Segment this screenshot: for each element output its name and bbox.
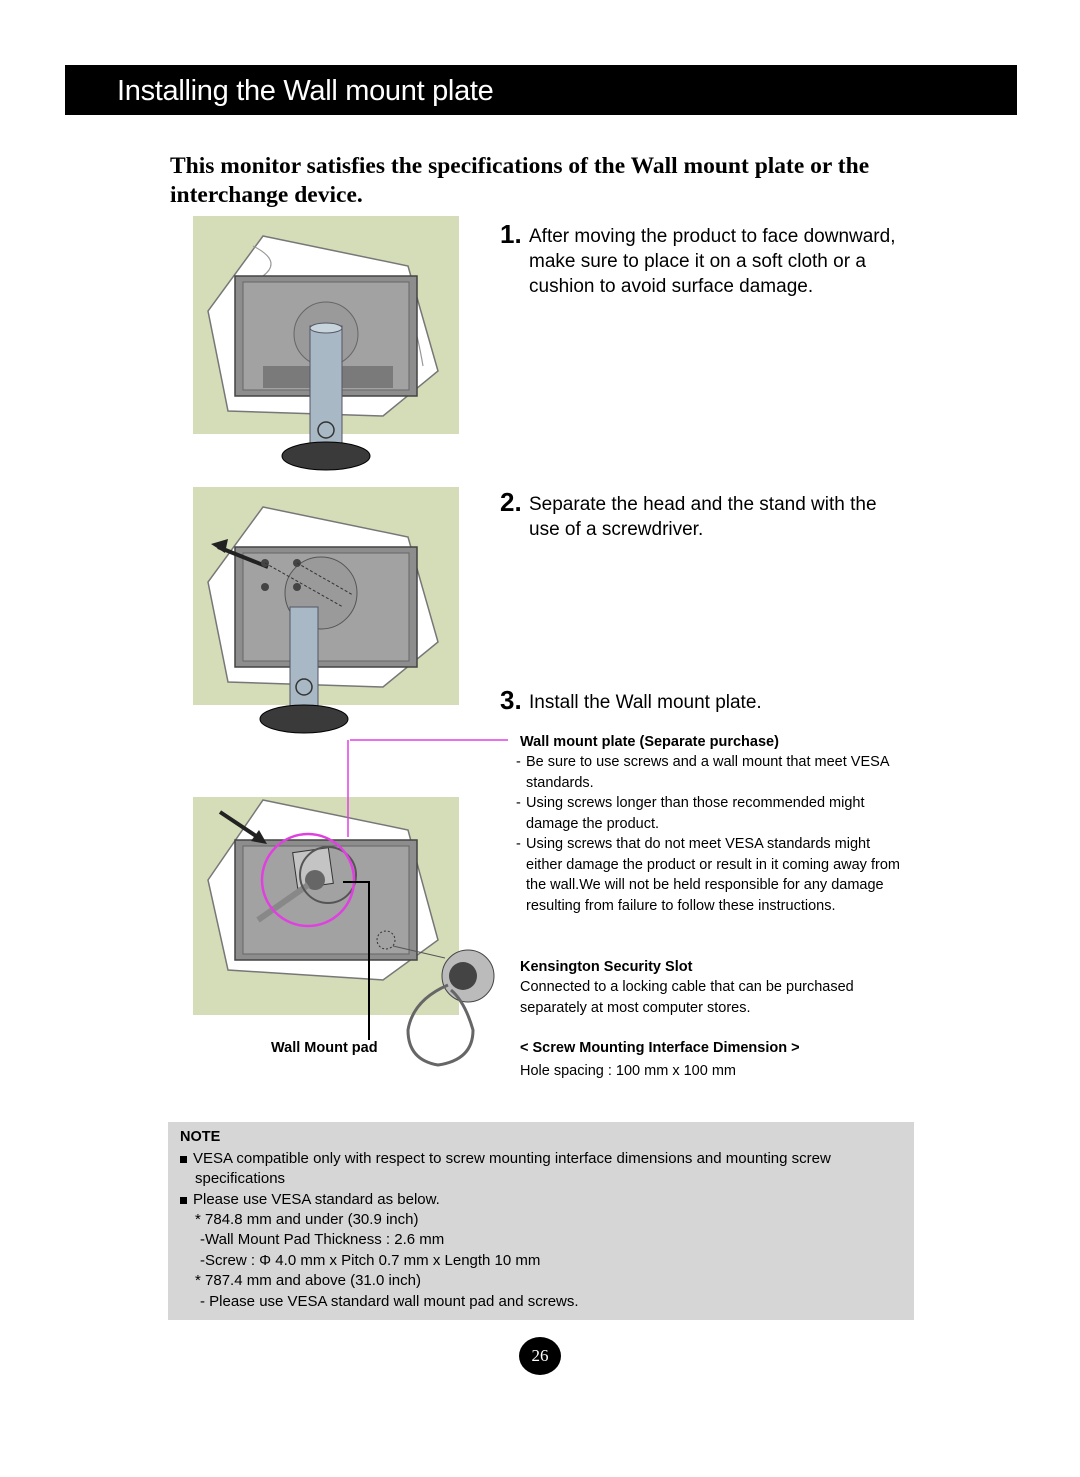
kensington-title: Kensington Security Slot bbox=[520, 959, 693, 975]
step-3-number: 3. bbox=[500, 685, 522, 715]
header-bar: Installing the Wall mount plate bbox=[65, 65, 1017, 115]
wall-mount-bullet-2: - Using screws longer than those recomme… bbox=[516, 793, 906, 834]
bullet-text: Be sure to use screws and a wall mount t… bbox=[526, 754, 889, 791]
note-line-3: Please use VESA standard as below. bbox=[180, 1190, 440, 1211]
illustration-step-2-drawing bbox=[207, 506, 439, 734]
intro-heading: This monitor satisfies the specification… bbox=[170, 153, 870, 208]
note-title: NOTE bbox=[180, 1129, 221, 1145]
bullet-square-icon bbox=[180, 1196, 187, 1204]
illustration-step-3-drawing bbox=[207, 739, 508, 1067]
step-1-number: 1. bbox=[500, 219, 522, 249]
bullet-dash: - bbox=[516, 836, 521, 852]
page-title: Installing the Wall mount plate bbox=[117, 75, 494, 107]
bullet-dash: - bbox=[516, 795, 521, 811]
bullet-square-icon bbox=[180, 1155, 187, 1163]
wall-mount-title: Wall mount plate (Separate purchase) bbox=[520, 734, 779, 750]
note-text-1: VESA compatible only with respect to scr… bbox=[193, 1150, 831, 1167]
note-box: NOTE VESA compatible only with respect t… bbox=[168, 1122, 914, 1320]
note-line-5: -Wall Mount Pad Thickness : 2.6 mm bbox=[200, 1231, 445, 1248]
wall-mount-pad-label: Wall Mount pad bbox=[271, 1040, 378, 1056]
note-line-1: VESA compatible only with respect to scr… bbox=[180, 1149, 831, 1170]
step-2-number: 2. bbox=[500, 487, 522, 517]
note-line-8: - Please use VESA standard wall mount pa… bbox=[200, 1293, 579, 1310]
illustration-step-1-drawing bbox=[207, 235, 439, 471]
note-line-4: * 784.8 mm and under (30.9 inch) bbox=[195, 1211, 419, 1228]
wall-mount-bullet-1: - Be sure to use screws and a wall mount… bbox=[516, 752, 906, 793]
screw-interface-title: < Screw Mounting Interface Dimension > bbox=[520, 1040, 800, 1056]
note-line-2: specifications bbox=[195, 1170, 286, 1187]
note-line-7: * 787.4 mm and above (31.0 inch) bbox=[195, 1272, 421, 1289]
step-1-text: After moving the product to face downwar… bbox=[529, 226, 896, 297]
bullet-dash: - bbox=[516, 754, 521, 770]
step-2-text: Separate the head and the stand with the… bbox=[529, 494, 877, 540]
kensington-text: Connected to a locking cable that can be… bbox=[520, 979, 854, 1016]
step-3-text: Install the Wall mount plate. bbox=[529, 692, 762, 713]
page-number: 26 bbox=[519, 1337, 561, 1375]
wall-mount-bullet-3: - Using screws that do not meet VESA sta… bbox=[516, 834, 906, 916]
note-text-3: Please use VESA standard as below. bbox=[193, 1191, 440, 1208]
note-line-6: -Screw : Φ 4.0 mm x Pitch 0.7 mm x Lengt… bbox=[200, 1252, 541, 1269]
bullet-text: Using screws that do not meet VESA stand… bbox=[526, 836, 900, 914]
screw-interface-text: Hole spacing : 100 mm x 100 mm bbox=[520, 1063, 736, 1079]
bullet-text: Using screws longer than those recommend… bbox=[526, 795, 865, 832]
